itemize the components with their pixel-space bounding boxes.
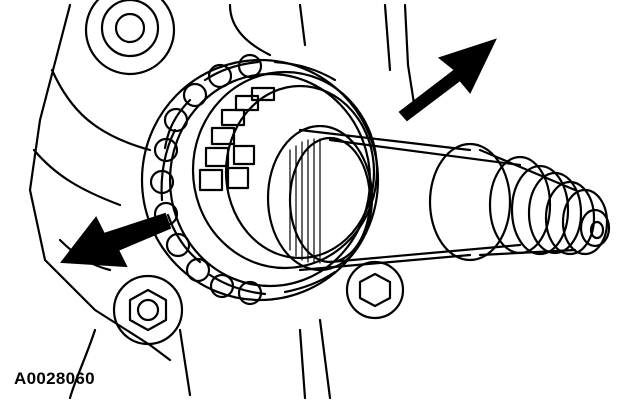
housing-bolt-lower-left bbox=[112, 274, 184, 346]
transmission-housing bbox=[28, 3, 417, 400]
arrow-upper-right bbox=[398, 38, 497, 122]
housing-bolt-boss-top bbox=[84, 0, 176, 76]
housing-bolt-lower-right bbox=[345, 260, 405, 320]
figure-code: A0028060 bbox=[14, 369, 95, 388]
output-shaft bbox=[266, 124, 611, 272]
arrow-lower-left bbox=[60, 212, 172, 268]
callout-arrows bbox=[60, 38, 497, 268]
needle-bearing-cage bbox=[191, 70, 379, 270]
